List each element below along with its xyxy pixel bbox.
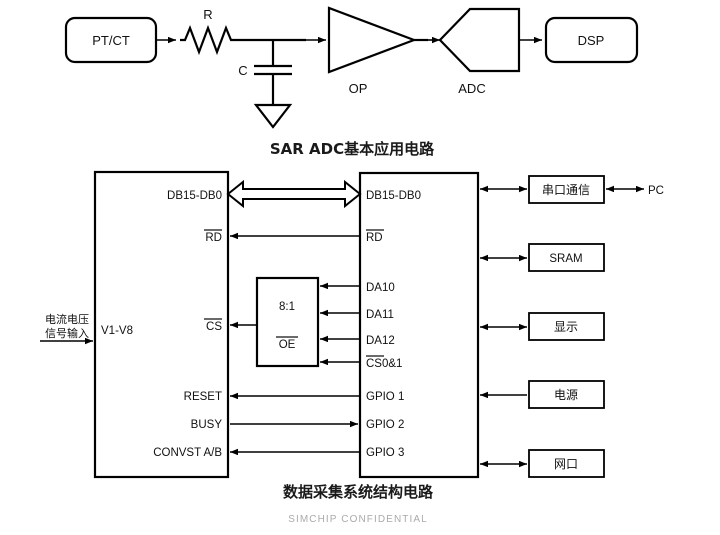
adc-label: ADC bbox=[458, 81, 485, 96]
block-display-label: 显示 bbox=[554, 320, 578, 334]
pin-left-reset: RESET bbox=[184, 391, 222, 403]
input-label-line2: 信号输入 bbox=[45, 326, 89, 340]
pin-v1-v8-label: V1-V8 bbox=[101, 325, 133, 337]
capacitor-label: C bbox=[238, 63, 247, 78]
pin-right-db15-db0: DB15-DB0 bbox=[366, 190, 421, 202]
block-sram: SRAM bbox=[528, 243, 605, 272]
bus-arrow-db15-db0 bbox=[226, 179, 362, 209]
input-signal-group: 电流电压 信号输入 bbox=[40, 312, 93, 345]
pin-left-convst: CONVST A/B bbox=[153, 447, 222, 459]
figure-bottom-title: 数据采集系统结构电路 bbox=[283, 483, 434, 501]
block-serial-comm: 串口通信 bbox=[528, 175, 605, 204]
block-power-label: 电源 bbox=[554, 388, 578, 402]
decoder-label-oe-group: OE bbox=[276, 336, 298, 351]
pin-right-rd-label: RD bbox=[366, 232, 383, 244]
op-amp-label: OP bbox=[349, 81, 368, 96]
figure-top-title: SAR ADC基本应用电路 bbox=[270, 140, 435, 158]
pin-right-da11: DA11 bbox=[366, 309, 394, 321]
watermark-text: SIMCHIP CONFIDENTIAL bbox=[288, 514, 428, 525]
decoder-label-top: 8:1 bbox=[279, 301, 295, 313]
block-network-port-label: 网口 bbox=[554, 457, 578, 471]
block-decoder-8-to-1: 8:1 OE bbox=[255, 276, 320, 368]
decoder-label-bottom: OE bbox=[279, 339, 296, 351]
block-pt-ct: PT/CT bbox=[64, 16, 158, 64]
pin-right-cs01-label: CS0&1 bbox=[366, 358, 402, 370]
block-dsp: DSP bbox=[544, 16, 639, 64]
block-pc-label: PC bbox=[648, 185, 664, 197]
resistor-label: R bbox=[203, 7, 212, 22]
pin-left-cs: CS bbox=[204, 318, 222, 333]
ground-icon bbox=[253, 103, 293, 129]
block-dsp-label: DSP bbox=[578, 33, 605, 48]
block-pt-ct-label: PT/CT bbox=[92, 33, 130, 48]
pin-right-cs01: CS0&1 bbox=[366, 355, 402, 370]
pin-left-rd-label: RD bbox=[205, 232, 222, 244]
pin-left-busy: BUSY bbox=[191, 419, 223, 431]
pin-left-db15-db0: DB15-DB0 bbox=[167, 190, 222, 202]
block-network-port: 网口 bbox=[528, 449, 605, 478]
component-resistor: R bbox=[180, 7, 236, 56]
block-mcu-chip bbox=[358, 171, 480, 479]
pin-right-rd: RD bbox=[366, 229, 384, 244]
block-display: 显示 bbox=[528, 312, 605, 341]
pin-right-gpio3: GPIO 3 bbox=[366, 447, 404, 459]
pin-right-da12: DA12 bbox=[366, 335, 395, 347]
component-adc: ADC bbox=[438, 7, 521, 96]
pin-right-gpio2: GPIO 2 bbox=[366, 419, 404, 431]
pin-left-rd: RD bbox=[204, 229, 222, 244]
component-capacitor: C bbox=[238, 40, 292, 105]
input-label-line1: 电流电压 bbox=[45, 312, 89, 326]
pin-right-da10: DA10 bbox=[366, 282, 395, 294]
pin-left-cs-label: CS bbox=[206, 321, 222, 333]
block-serial-comm-label: 串口通信 bbox=[542, 183, 590, 197]
block-adc-chip bbox=[93, 170, 230, 479]
pin-right-gpio1: GPIO 1 bbox=[366, 391, 404, 403]
block-power: 电源 bbox=[528, 380, 605, 409]
component-op-amp: OP bbox=[327, 6, 418, 96]
block-sram-label: SRAM bbox=[549, 253, 582, 265]
